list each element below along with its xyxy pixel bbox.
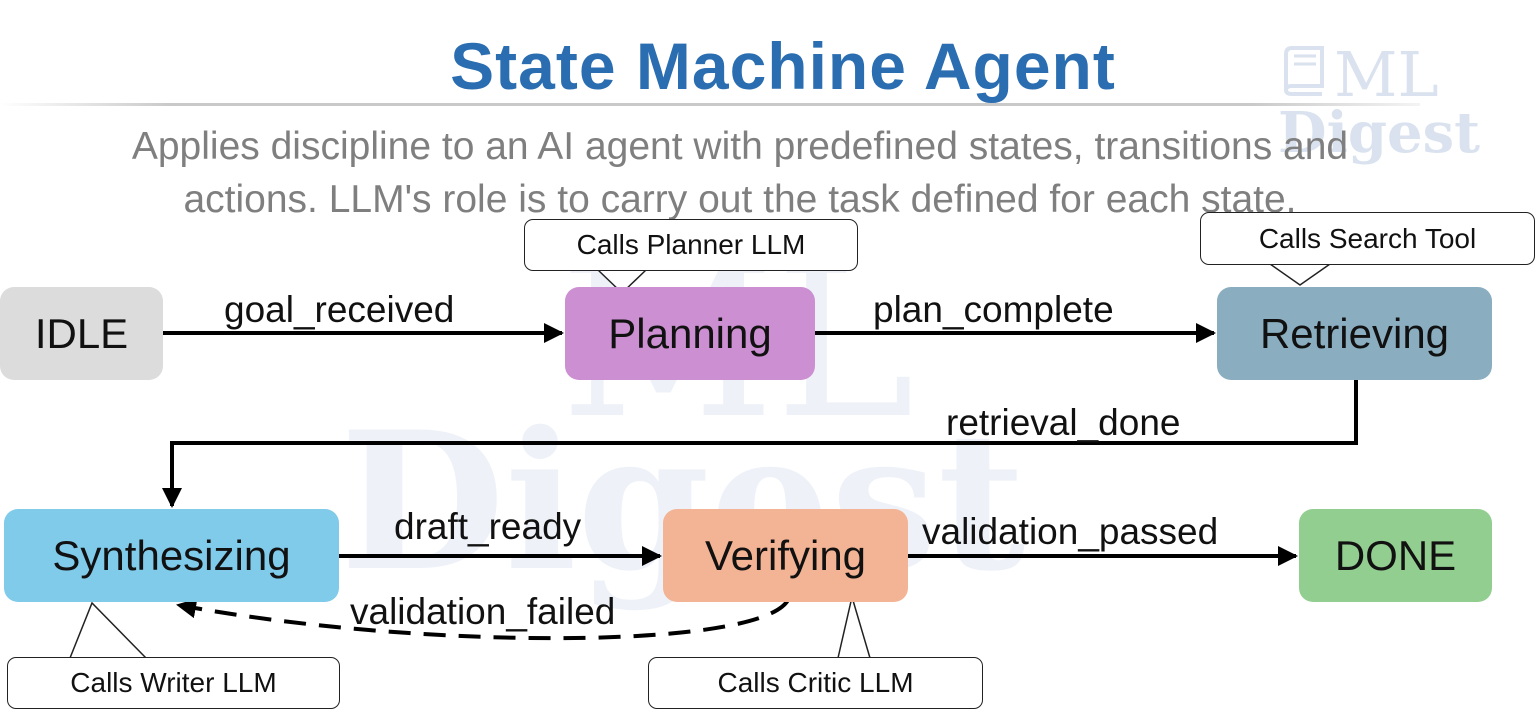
- callout-search: Calls Search Tool: [1200, 212, 1535, 265]
- callout-pointer-search: [1269, 263, 1331, 286]
- label-plan-complete: plan_complete: [873, 289, 1114, 330]
- subtitle-line-1: Applies discipline to an AI agent with p…: [131, 125, 1349, 168]
- label-validation-failed: validation_failed: [350, 591, 616, 632]
- label-draft-ready: draft_ready: [394, 506, 582, 547]
- state-retrieving: Retrieving: [1217, 287, 1492, 380]
- callout-writer: Calls Writer LLM: [7, 657, 340, 709]
- callout-pointer-writer: [69, 601, 147, 659]
- state-idle-label: IDLE: [34, 309, 129, 357]
- state-done: DONE: [1299, 509, 1492, 602]
- subtitle-line-2: actions. LLM's role is to carry out the …: [183, 178, 1297, 221]
- state-verifying-label: Verifying: [704, 531, 867, 579]
- page-subtitle: Applies discipline to an AI agent with p…: [40, 120, 1440, 226]
- state-verifying: Verifying: [663, 509, 908, 602]
- logo-ml: ML: [1334, 38, 1439, 111]
- state-idle: IDLE: [0, 287, 163, 380]
- state-planning-label: Planning: [608, 309, 772, 357]
- label-retrieval-done: retrieval_done: [946, 402, 1181, 443]
- state-retrieving-label: Retrieving: [1259, 309, 1450, 357]
- logo-digest: Digest: [1278, 100, 1481, 166]
- label-goal-received: goal_received: [224, 289, 455, 330]
- callout-pointer-critic: [837, 594, 871, 659]
- callout-critic: Calls Critic LLM: [648, 657, 983, 709]
- edge-retrieval-done: [162, 380, 1358, 508]
- label-validation-passed: validation_passed: [922, 511, 1219, 552]
- state-planning: Planning: [565, 287, 815, 380]
- state-done-label: DONE: [1334, 531, 1457, 579]
- state-synthesizing-label: Synthesizing: [52, 531, 291, 579]
- title-divider: [0, 103, 1420, 106]
- state-synthesizing: Synthesizing: [4, 509, 339, 602]
- ml-digest-logo: ML Digest: [1272, 30, 1480, 166]
- callout-planner: Calls Planner LLM: [524, 219, 858, 271]
- book-icon: [1283, 46, 1324, 96]
- edge-validation-failed: [176, 598, 790, 641]
- page-title: State Machine Agent: [450, 29, 1116, 103]
